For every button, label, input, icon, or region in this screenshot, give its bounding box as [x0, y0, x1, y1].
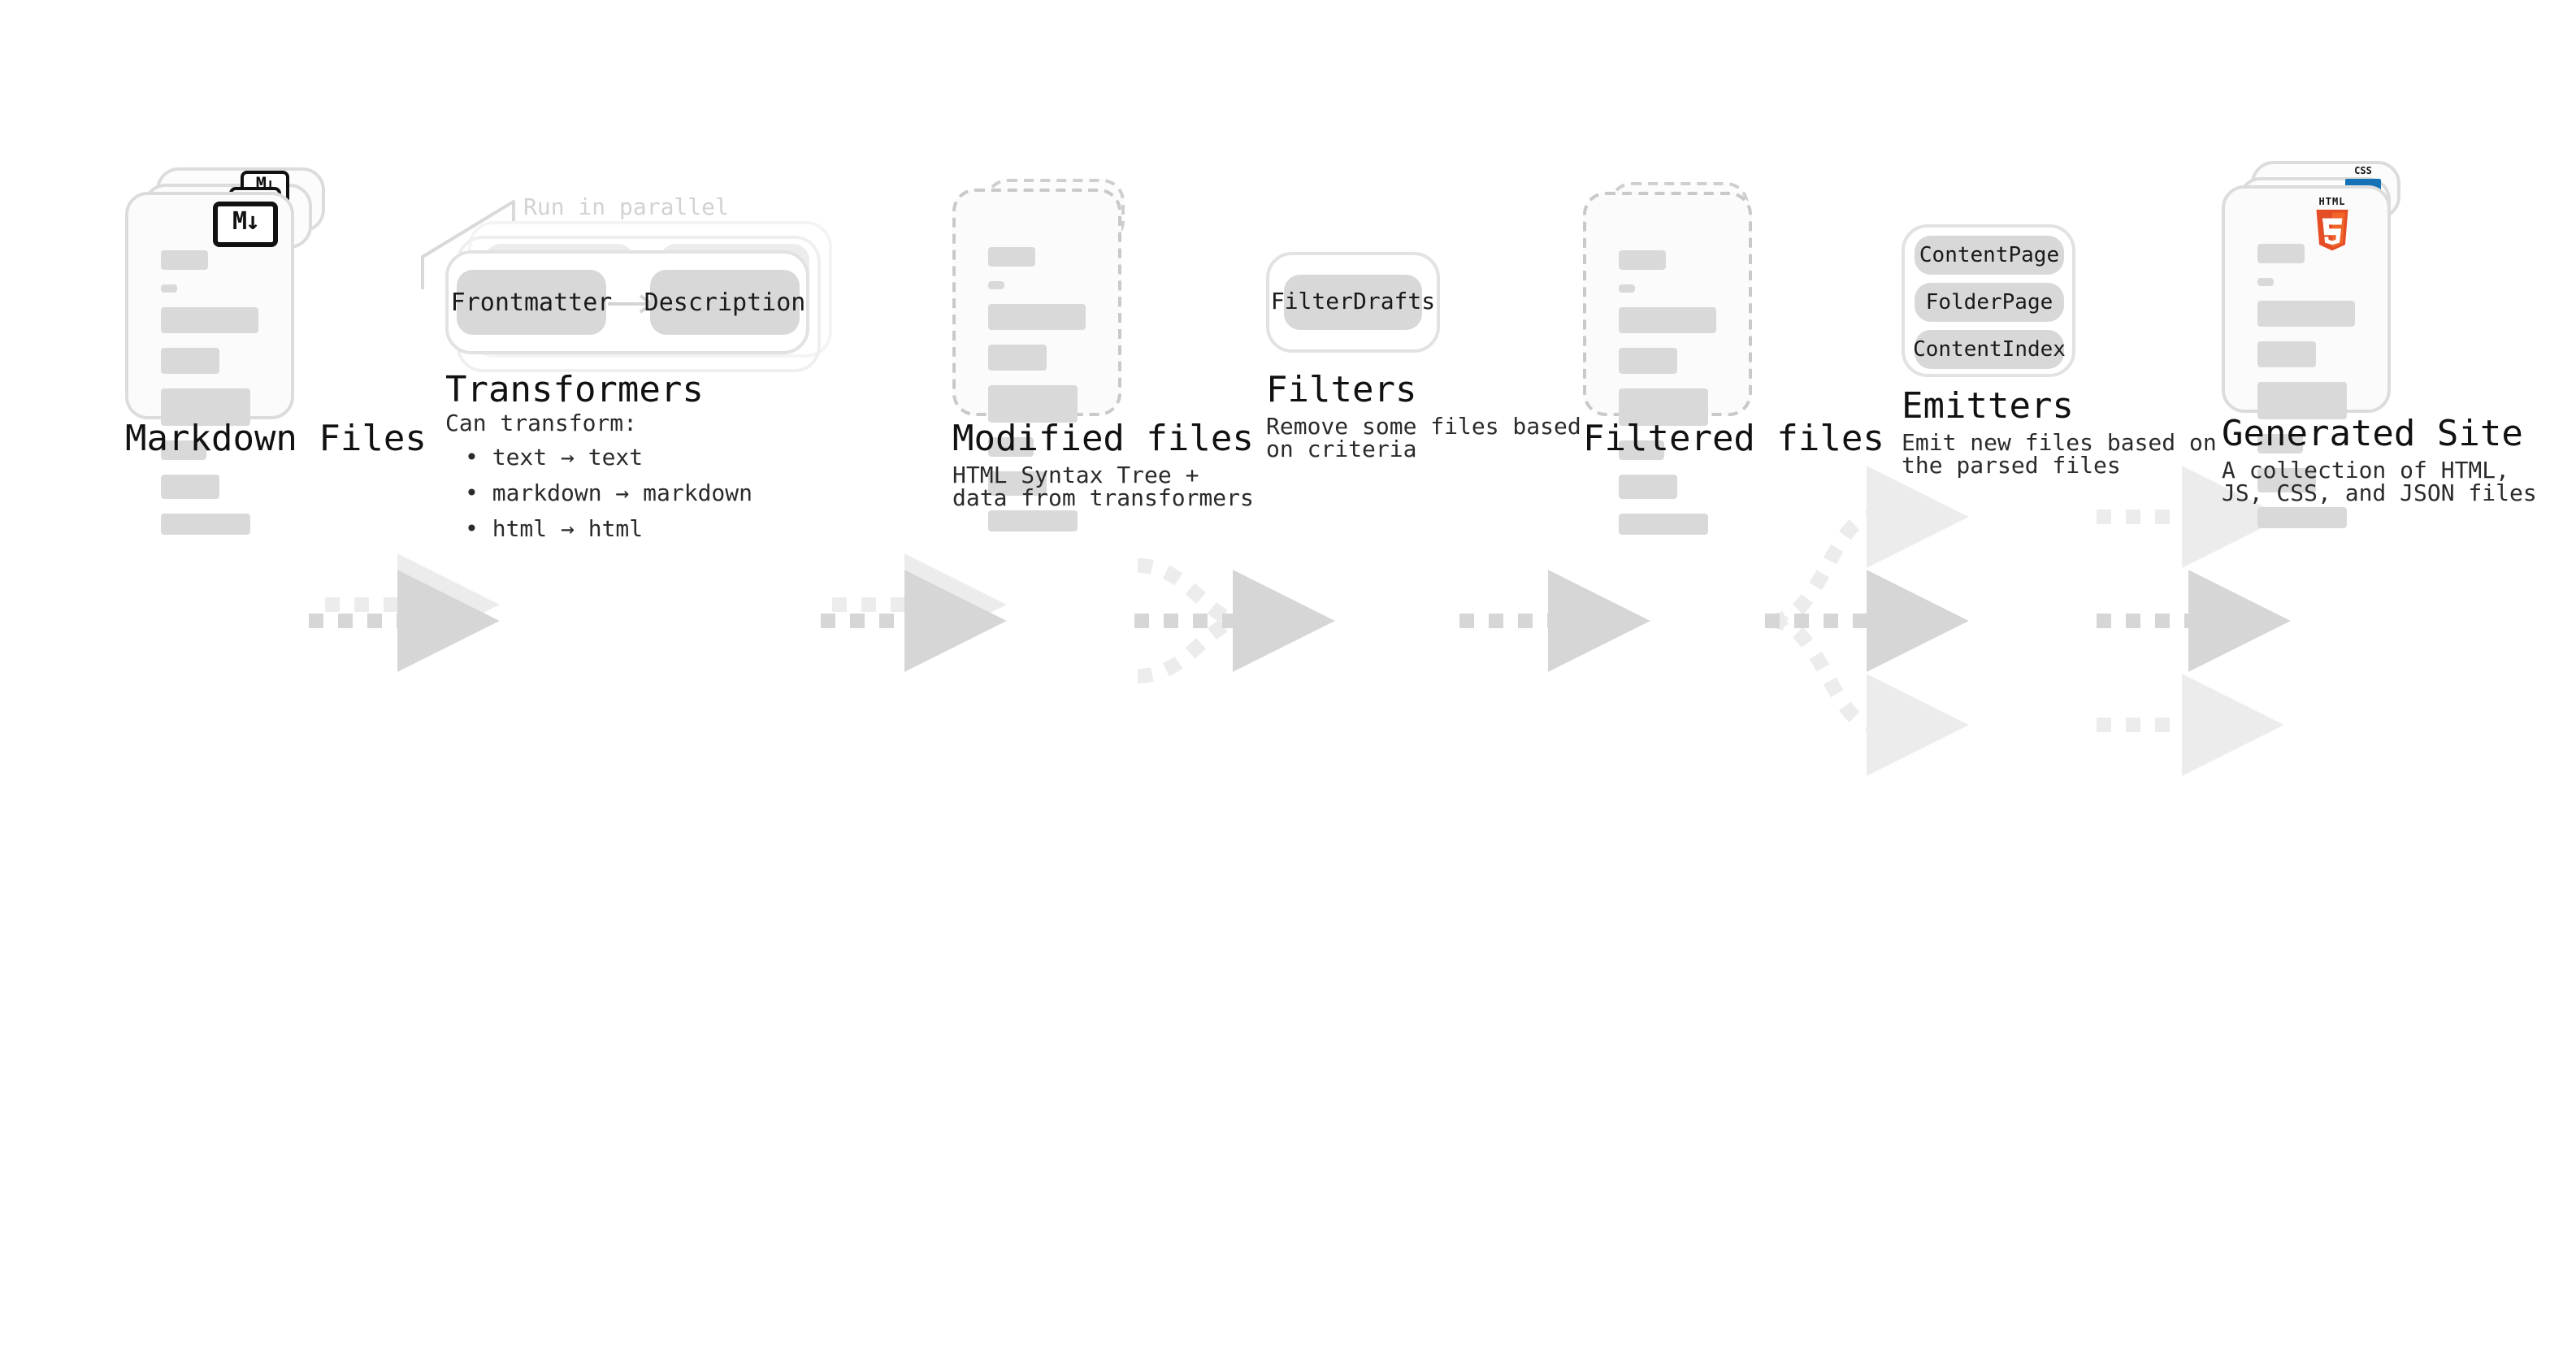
content-bar — [2257, 468, 2316, 492]
html5-wordmark: HTML — [2318, 197, 2346, 208]
modified-files-subtitle-line-1: HTML Syntax Tree + — [952, 463, 1199, 489]
pipeline-diagram: M↓ M↓ M↓ Markdown Files — [0, 0, 2576, 681]
content-bar — [988, 385, 1078, 423]
transformers-bullet-1: • text → text — [465, 445, 644, 471]
pill-folderpage[interactable]: FolderPage — [1915, 283, 2064, 322]
content-bar — [1619, 307, 1716, 333]
content-bar — [2257, 382, 2348, 419]
content-bar — [1619, 250, 1666, 270]
content-bar — [161, 440, 206, 460]
content-bar — [161, 514, 251, 535]
pill-description[interactable]: Description — [644, 270, 805, 335]
doc-content-bars — [2257, 244, 2355, 543]
pill-filterdrafts[interactable]: FilterDrafts — [1271, 275, 1435, 330]
content-bar — [2257, 507, 2348, 528]
content-bar — [2257, 301, 2355, 327]
transformers-subtitle: Can transform: — [445, 411, 638, 437]
stage-title-modified-files: Modified files — [952, 419, 1254, 460]
filters-subtitle-line-2: on criteria — [1266, 437, 1417, 463]
content-bar — [988, 471, 1047, 496]
markdown-icon: M↓ — [213, 202, 278, 247]
content-bar — [1619, 475, 1677, 499]
transformers-bullet-2: • markdown → markdown — [465, 481, 753, 507]
content-bar — [161, 284, 178, 293]
content-bar — [988, 281, 1005, 289]
generated-site-subtitle-line-2: JS, CSS, and JSON files — [2222, 481, 2537, 507]
content-bar — [2257, 278, 2275, 286]
content-bar — [1619, 440, 1664, 460]
content-bar — [988, 345, 1047, 371]
content-bar — [2257, 434, 2303, 453]
arrow-emitters-to-site — [2097, 466, 2291, 776]
arrow-filtered-to-emitters — [1765, 466, 1969, 776]
stage-title-emitters: Emitters — [1902, 387, 2074, 427]
arrow-modified-to-filters — [1134, 558, 1335, 683]
emitters-subtitle-line-1: Emit new files based on — [1902, 431, 2217, 457]
content-bar — [2257, 341, 2316, 367]
content-bar — [161, 307, 258, 333]
content-bar — [1619, 348, 1677, 374]
filtered-files-card — [1583, 192, 1752, 535]
stage-title-generated-site: Generated Site — [2222, 414, 2523, 455]
content-bar — [988, 510, 1078, 531]
content-bar — [2257, 244, 2305, 263]
content-bar — [161, 348, 219, 374]
content-bar — [161, 388, 251, 426]
html5-icon: HTML — [2308, 197, 2357, 252]
pill-contentpage[interactable]: ContentPage — [1915, 236, 2064, 275]
stage-title-filtered-files: Filtered files — [1583, 419, 1884, 460]
doc-content-bars — [161, 250, 258, 549]
generated-site-subtitle-line-1: A collection of HTML, — [2222, 458, 2510, 484]
pill-contentindex[interactable]: ContentIndex — [1913, 330, 2066, 369]
generated-site-card — [2222, 185, 2391, 528]
modified-files-subtitle-line-2: data from transformers — [952, 486, 1254, 512]
content-bar — [161, 250, 208, 270]
arrow-markdown-to-transformers — [309, 553, 500, 672]
content-bar — [1619, 514, 1709, 535]
content-bar — [988, 437, 1034, 457]
filters-subtitle-line-1: Remove some files based — [1266, 414, 1581, 440]
transformers-bullet-3: • html → html — [465, 517, 644, 543]
run-in-parallel-label: Run in parallel — [523, 195, 729, 221]
content-bar — [988, 304, 1086, 330]
doc-content-bars — [1619, 250, 1716, 549]
arrow-transformers-to-modified — [821, 553, 1007, 672]
content-bar — [161, 475, 219, 499]
stage-title-transformers: Transformers — [445, 371, 704, 411]
stage-title-markdown-files: Markdown Files — [125, 419, 427, 460]
pill-frontmatter[interactable]: Frontmatter — [451, 270, 612, 335]
content-bar — [988, 247, 1035, 267]
html5-shield — [2316, 210, 2348, 251]
content-bar — [1619, 388, 1709, 426]
doc-content-bars — [988, 247, 1086, 546]
emitters-subtitle-line-2: the parsed files — [1902, 453, 2121, 479]
stage-title-filters: Filters — [1266, 371, 1417, 411]
run-in-parallel-bracket — [421, 200, 515, 289]
modified-files-card — [952, 189, 1121, 531]
content-bar — [1619, 284, 1636, 293]
